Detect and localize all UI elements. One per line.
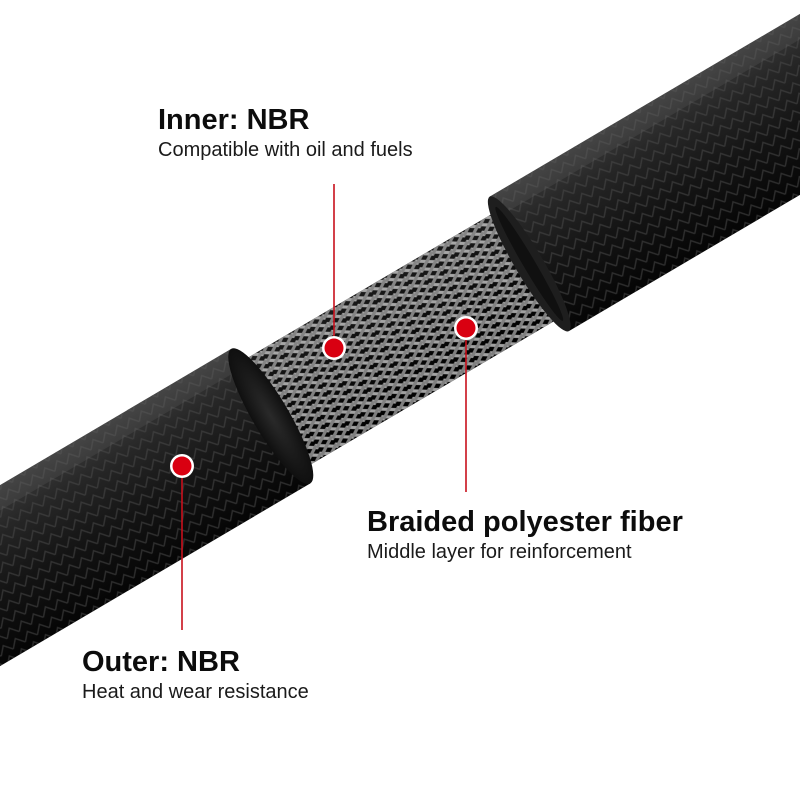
callout-description: Heat and wear resistance [82, 681, 309, 703]
outer-rubber-left [0, 348, 314, 733]
outer-rubber-right [487, 0, 800, 332]
callout-description: Middle layer for reinforcement [367, 541, 632, 563]
callout-middle: Braided polyester fiber Middle layer for… [367, 505, 683, 565]
marker-dot-icon [170, 454, 194, 478]
callout-title: Inner: NBR [158, 104, 310, 136]
marker-dot-icon [454, 316, 478, 340]
callout-title: Outer: NBR [82, 646, 240, 678]
callout-description: Compatible with oil and fuels [158, 139, 413, 161]
callout-outer: Outer: NBR Heat and wear resistance [82, 645, 309, 705]
marker-dot-icon [322, 336, 346, 360]
callout-title: Braided polyester fiber [367, 506, 683, 538]
callout-inner: Inner: NBR Compatible with oil and fuels [158, 103, 413, 163]
braided-layer [239, 210, 561, 470]
